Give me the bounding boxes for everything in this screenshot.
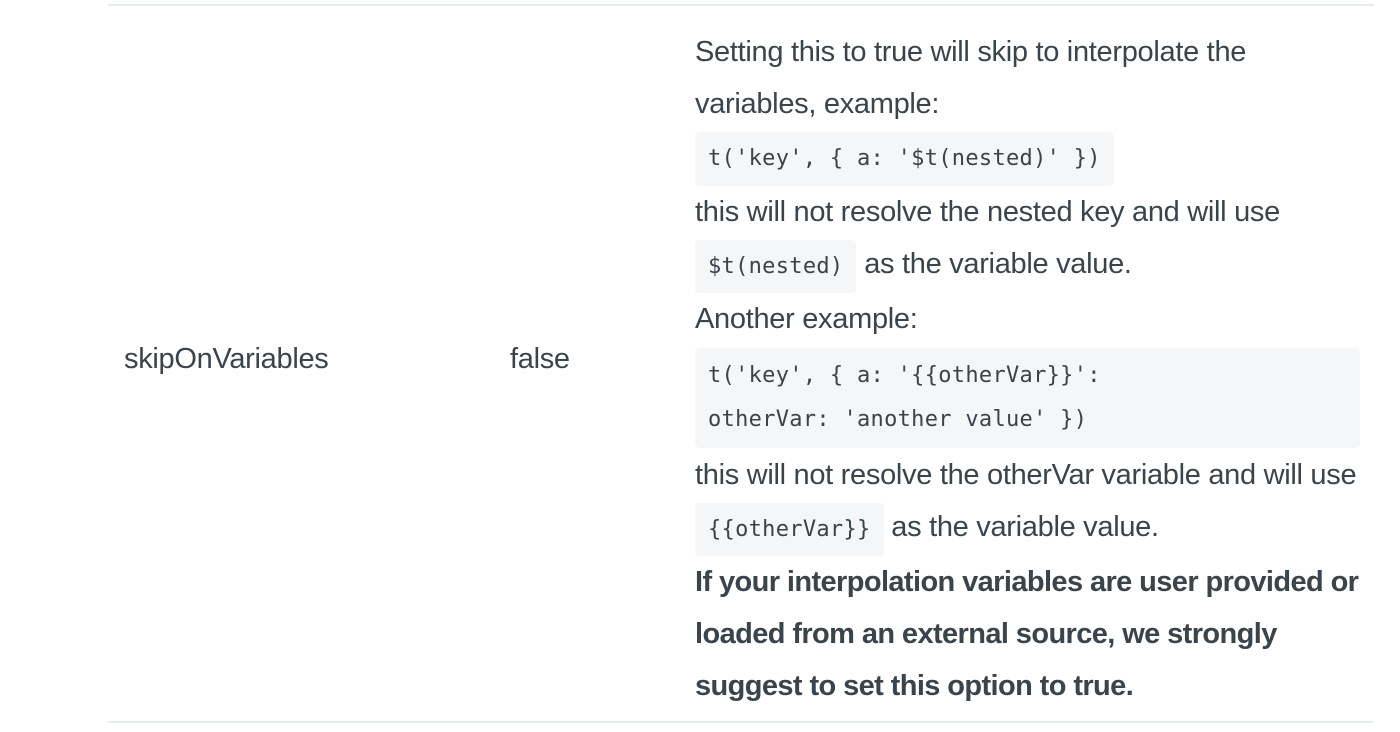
another-example-label: Another example: <box>695 303 918 335</box>
example-code-2-line-1: t('key', { a: '{{otherVar}}': <box>708 363 1101 388</box>
option-description: Setting this to true will skip to interp… <box>695 26 1360 712</box>
explanation-1-suffix: as the variable value. <box>856 248 1132 280</box>
security-warning: If your interpolation variables are user… <box>695 566 1359 702</box>
option-default-value: false <box>510 343 570 375</box>
option-name: skipOnVariables <box>124 343 329 375</box>
example-code-2-line-2: otherVar: 'another value' }) <box>708 407 1088 432</box>
example-code-1: t('key', { a: '$t(nested)' }) <box>695 132 1114 186</box>
description-intro: Setting this to true will skip to interp… <box>695 36 1247 120</box>
example-code-2: t('key', { a: '{{otherVar}}': otherVar: … <box>695 348 1360 448</box>
explanation-1: this will not resolve the nested key and… <box>695 186 1360 293</box>
inline-code-othervar: {{otherVar}} <box>695 503 884 556</box>
explanation-1-prefix: this will not resolve the nested key and… <box>695 196 1280 228</box>
explanation-2-prefix: this will not resolve the otherVar varia… <box>695 459 1357 491</box>
options-table: skipOnVariables false Setting this to tr… <box>108 4 1374 723</box>
inline-code-nested: $t(nested) <box>695 240 857 293</box>
explanation-2: this will not resolve the otherVar varia… <box>695 449 1360 556</box>
explanation-2-suffix: as the variable value. <box>883 511 1159 543</box>
